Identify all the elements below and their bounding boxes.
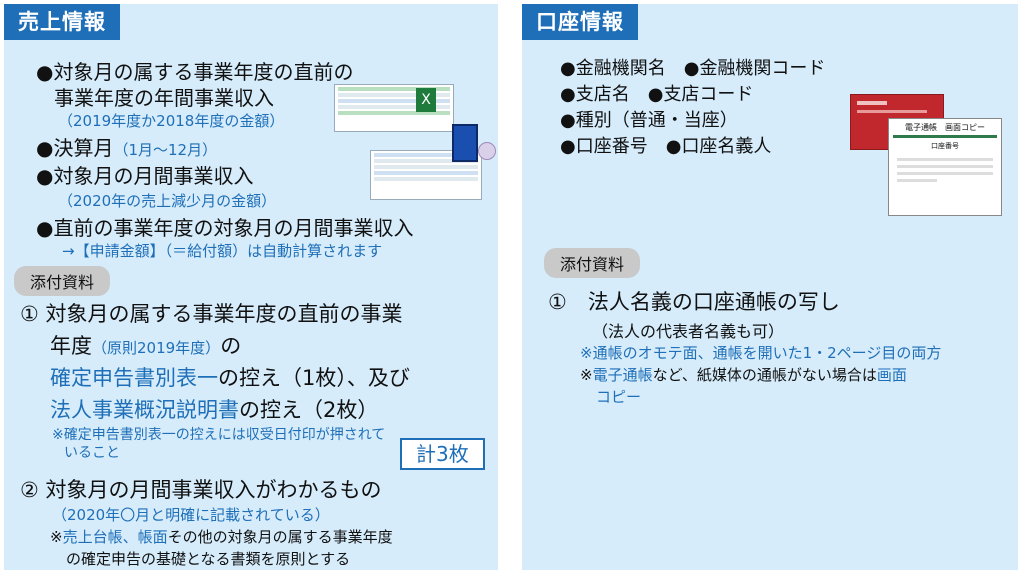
bankbook-note-line3: コピー	[596, 388, 642, 406]
bankbook-note-line2: ※電子通帳など、紙媒体の通帳がない場合は画面	[580, 366, 907, 384]
doc2-note: （2020年〇月と明確に記載されている）	[52, 506, 330, 524]
account-info-header: 口座情報	[522, 4, 638, 40]
item-branch-name-code: ●支店名 ●支店コード	[560, 84, 754, 105]
doc2-line1: ② 対象月の月間事業収入がわかるもの	[20, 478, 382, 502]
item-prior-year-note: （2019年度か2018年度の金額）	[58, 112, 285, 130]
item-target-month-revenue: ●対象月の月間事業収入	[36, 164, 254, 188]
spreadsheet-illustration	[334, 84, 454, 132]
doc1-line3: 確定申告書別表一の控え（1枚）、及び	[50, 366, 410, 390]
doc1-note-line1: ※確定申告書別表一の控えには収受日付印が押されて	[52, 427, 386, 443]
doc2-sub-line1: ※売上台帳、帳面その他の対象月の属する事業年度	[50, 528, 393, 546]
item-account-type: ●種別（普通・当座）	[560, 110, 738, 131]
attachment-badge-right: 添付資料	[544, 248, 641, 278]
e-bankbook-card-sub: 口座番号	[931, 142, 959, 150]
bankbook-doc-line1: ① 法人名義の口座通帳の写し	[548, 290, 840, 314]
attachment-badge-left: 添付資料	[14, 266, 111, 296]
item-account-number-holder: ●口座番号 ●口座名義人	[560, 136, 772, 157]
sales-info-header: 売上情報	[4, 4, 120, 40]
auto-calc-note: →【申請金額】（＝給付額）は自動計算されます	[62, 242, 383, 260]
sales-info-panel: 売上情報 ●対象月の属する事業年度の直前の 事業年度の年間事業収入 （2019年…	[4, 4, 498, 570]
doc1-line4: 法人事業概況説明書の控え（2枚）	[50, 398, 379, 422]
bankbook-doc-line2: （法人の代表者名義も可）	[592, 322, 785, 341]
doc1-line2: 年度（原則2019年度）の	[50, 334, 242, 358]
book-icon	[452, 124, 478, 162]
item-bank-name-code: ●金融機関名 ●金融機関コード	[560, 58, 826, 79]
bankbook-note-line1: ※通帳のオモテ面、通帳を開いた1・2ページ目の両方	[580, 344, 942, 362]
e-bankbook-screen-illustration: 電子通帳 画面コピー 口座番号	[888, 118, 1002, 216]
item-prior-year-line2: 事業年度の年間事業収入	[54, 86, 274, 110]
doc2-sub-line2: の確定申告の基礎となる書類を原則とする	[66, 550, 351, 568]
doc1-line1: ① 対象月の属する事業年度の直前の事業	[20, 302, 403, 326]
total-count-box: 計3枚	[400, 438, 485, 470]
item-prior-year-line1: ●対象月の属する事業年度の直前の	[36, 60, 354, 84]
doc1-note-line2: いること	[64, 445, 120, 461]
account-info-panel: 口座情報 ●金融機関名 ●金融機関コード ●支店名 ●支店コード ●種別（普通・…	[522, 4, 1018, 570]
disc-icon	[478, 142, 496, 160]
item-target-month-note: （2020年の売上減少月の金額）	[58, 192, 277, 210]
excel-icon: X	[416, 88, 436, 112]
e-bankbook-card-title: 電子通帳 画面コピー	[905, 123, 985, 132]
item-closing-month: ●決算月（1月～12月）	[36, 136, 218, 160]
item-prior-year-month-revenue: ●直前の事業年度の対象月の月間事業収入	[36, 216, 414, 240]
